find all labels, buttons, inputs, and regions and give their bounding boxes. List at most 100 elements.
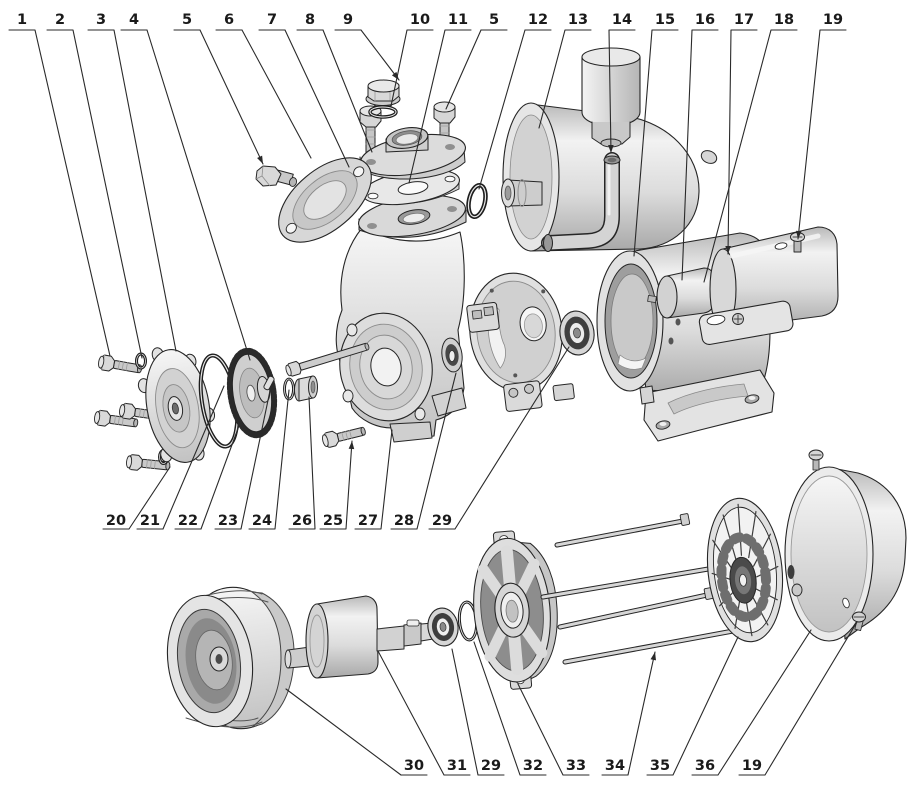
flange-bolt-right	[433, 101, 456, 149]
part-number-label: 29	[481, 758, 501, 774]
rear-bracket	[473, 530, 558, 690]
pump-casing-rear	[166, 586, 295, 730]
callout-leader-line	[646, 636, 739, 776]
part-number-label: 17	[734, 12, 754, 28]
part-number-label: 20	[106, 513, 126, 529]
part-number-label: 5	[182, 12, 192, 28]
part-number-label: 13	[568, 12, 588, 28]
callout-leader-line	[681, 29, 719, 281]
callout-arrowhead	[348, 441, 355, 450]
callout-leader-line	[538, 29, 592, 129]
screw-fan-cover-top	[808, 449, 824, 471]
pump-cover-plate	[278, 157, 372, 243]
part-number-label: 16	[695, 12, 715, 28]
part-number-label: 14	[612, 12, 632, 28]
casing-bolt	[320, 422, 368, 450]
part-number-label: 35	[650, 758, 670, 774]
callout-leader-line	[738, 621, 858, 776]
seal-seat	[441, 337, 463, 373]
callout-leader-line	[797, 29, 847, 240]
discharge-flange-plate	[359, 127, 466, 180]
o-ring-flange	[466, 183, 488, 219]
part-number-label: 7	[267, 12, 277, 28]
callout-leader-line	[390, 29, 434, 107]
callout-leader-line	[258, 29, 350, 168]
callout-leader-line	[248, 389, 290, 530]
callout-leader-line	[428, 346, 570, 530]
part-number-label: 10	[410, 12, 430, 28]
callout-leader-line	[288, 396, 316, 530]
callout-leader-line	[174, 422, 241, 530]
part-number-label: 24	[252, 513, 272, 529]
part-number-label: 2	[55, 12, 65, 28]
part-number-label: 32	[523, 758, 543, 774]
callout-leader-line	[478, 29, 552, 190]
part-number-label: 11	[448, 12, 468, 28]
part-number-label: 19	[742, 758, 762, 774]
part-number-label: 4	[129, 12, 139, 28]
callout-arrowhead	[650, 652, 657, 661]
part-number-label: 30	[404, 758, 424, 774]
priming-plug	[365, 79, 401, 108]
part-number-label: 29	[432, 513, 452, 529]
pump-front-cover	[137, 347, 216, 463]
callout-leader-line	[354, 429, 393, 530]
pump-body	[335, 227, 467, 443]
callout-leader-line	[633, 29, 679, 257]
bearing-front	[559, 310, 595, 356]
elbow-pipe	[541, 152, 621, 252]
tie-rods	[540, 513, 752, 665]
callout-arrowhead	[608, 144, 614, 153]
callout-leader-line	[703, 29, 798, 283]
shaft-key	[263, 375, 275, 391]
priming-plug-oring	[368, 105, 398, 119]
part-number-label: 36	[695, 758, 715, 774]
part-number-label: 28	[394, 513, 414, 529]
cooling-fan	[706, 497, 784, 643]
callout-leader-line	[87, 29, 177, 352]
part-number-label: 27	[358, 513, 378, 529]
callout-leader-line	[445, 29, 508, 110]
callout-leader-line	[120, 29, 251, 361]
callout-leader-line	[727, 29, 758, 255]
part-number-label: 15	[655, 12, 675, 28]
callout-leader-line	[601, 651, 656, 776]
drain-plug	[255, 165, 298, 187]
callout-leader-line	[451, 648, 505, 776]
fan-cover	[784, 466, 907, 642]
pump-body-top-flange	[358, 194, 467, 238]
callout-arrowhead	[796, 230, 802, 239]
part-number-label: 21	[140, 513, 160, 529]
impeller	[226, 347, 278, 439]
part-number-label: 23	[218, 513, 238, 529]
callout-leader-line	[377, 650, 471, 776]
callout-arrowhead	[257, 155, 263, 164]
part-number-label: 22	[178, 513, 198, 529]
part-number-label: 34	[605, 758, 625, 774]
callout-leader-line	[285, 688, 428, 776]
callout-leader-line	[473, 641, 547, 776]
part-number-label: 9	[343, 12, 353, 28]
callout-leader-line	[296, 29, 373, 153]
part-number-label: 31	[447, 758, 467, 774]
part-number-label: 19	[823, 12, 843, 28]
callout-leader-line	[408, 29, 472, 184]
bearing-rear	[427, 607, 459, 647]
callout-leader-line	[8, 29, 111, 357]
rotor	[284, 595, 436, 679]
part-number-label: 8	[305, 12, 315, 28]
callout-leader-line	[102, 466, 171, 530]
part-number-label: 5	[489, 12, 499, 28]
callout-leader-line	[136, 385, 225, 530]
callout-leader-line	[334, 29, 400, 81]
part-number-label: 1	[17, 12, 27, 28]
part-number-label: 33	[566, 758, 586, 774]
mechanical-seal	[294, 375, 318, 402]
callout-leader-line	[608, 29, 636, 154]
capacitor-clamp-plate	[698, 300, 794, 346]
callout-arrowhead	[725, 245, 731, 254]
part-number-label: 6	[224, 12, 234, 28]
callout-leader-line	[46, 29, 143, 359]
